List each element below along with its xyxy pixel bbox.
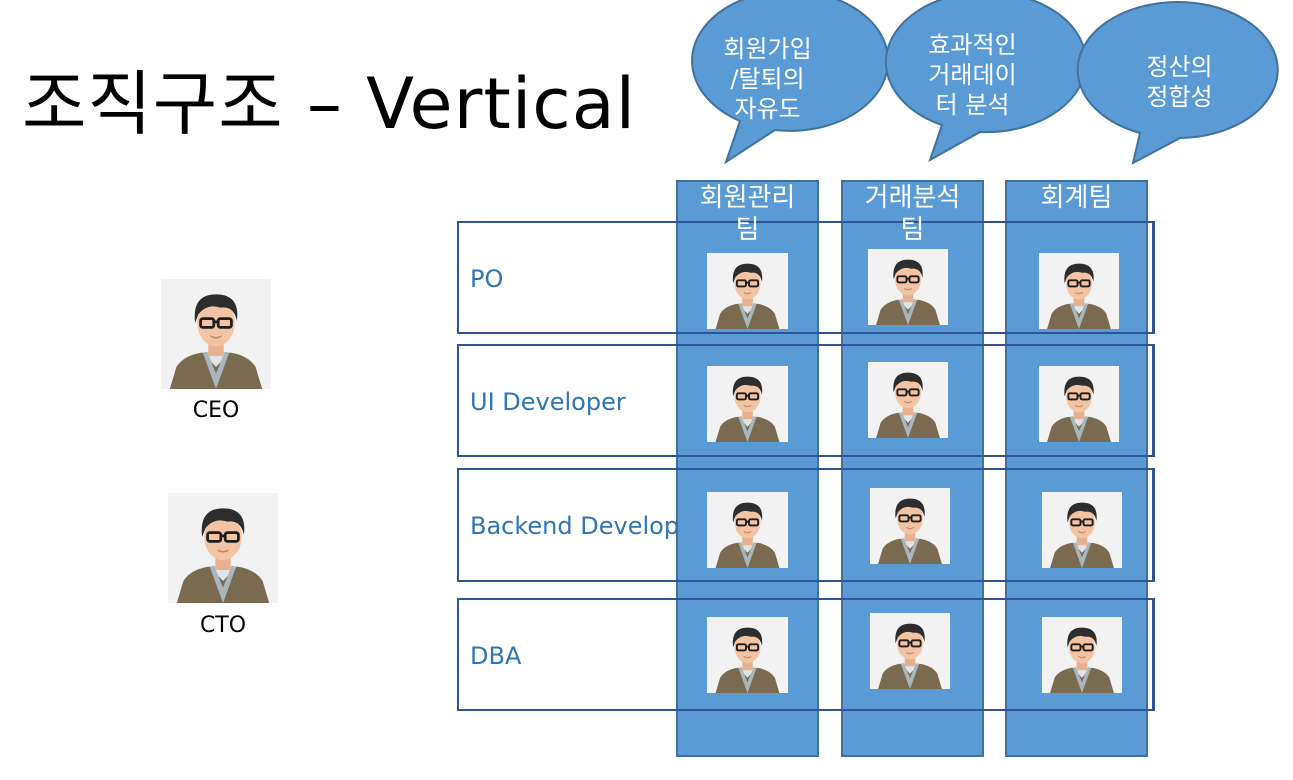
speech-bubble-1 — [691, 0, 890, 165]
person-avatar-icon — [870, 488, 950, 564]
team-header-accounting: 회계팀 — [1005, 182, 1148, 214]
bubble-3-line-2: 정합성 — [1146, 83, 1213, 111]
person-avatar-icon — [1039, 366, 1119, 442]
person-avatar-icon — [868, 362, 948, 438]
team-header-trade-line-1: 거래분석 — [864, 183, 961, 213]
person-avatar-icon — [168, 493, 278, 603]
bubble-text-3: 정산의 정합성 — [1112, 52, 1247, 112]
person-avatar-icon — [870, 613, 950, 689]
bubble-2-line-1: 효과적인 — [928, 31, 1017, 59]
role-label-ui-developer: UI Developer — [470, 388, 626, 416]
bubble-3-line-1: 정산의 — [1146, 53, 1213, 81]
person-avatar-icon — [868, 249, 948, 325]
person-avatar-icon — [161, 279, 271, 389]
speech-bubble-2 — [885, 0, 1087, 163]
speech-bubble-3 — [1076, 1, 1279, 165]
person-avatar-icon — [1042, 617, 1122, 693]
person-avatar-icon — [707, 492, 788, 568]
bubble-1-line-2: /탈퇴의 — [730, 65, 805, 93]
team-header-member-line-2: 팀 — [735, 215, 760, 245]
speech-bubbles — [691, 0, 1279, 165]
role-label-backend-developer: Backend Developer — [470, 512, 704, 540]
person-avatar-icon — [1042, 492, 1122, 568]
executive-label-ceo: CEO — [192, 398, 240, 423]
bubble-2-line-3: 터 분석 — [935, 91, 1010, 119]
person-avatar-icon — [707, 253, 788, 329]
team-header-trade-analysis: 거래분석 팀 — [841, 182, 984, 246]
team-header-member-line-1: 회원관리 — [699, 183, 796, 213]
bubble-text-1: 회원가입 /탈퇴의 자유도 — [700, 34, 835, 124]
executive-label-cto: CTO — [199, 613, 247, 638]
person-avatar-icon — [707, 617, 788, 693]
bubble-1-line-1: 회원가입 — [723, 35, 812, 63]
role-label-po: PO — [470, 265, 504, 293]
person-avatar-icon — [1039, 253, 1119, 329]
bubble-text-2: 효과적인 거래데이 터 분석 — [905, 30, 1040, 120]
person-avatar-icon — [707, 366, 788, 442]
team-header-trade-line-2: 팀 — [900, 215, 925, 245]
team-header-member: 회원관리 팀 — [676, 182, 819, 246]
bubble-2-line-2: 거래데이 — [928, 61, 1017, 89]
role-label-dba: DBA — [470, 642, 522, 670]
bubble-1-line-3: 자유도 — [734, 95, 801, 123]
page-title: 조직구조 – Vertical — [22, 63, 637, 145]
team-header-accounting-line-1: 회계팀 — [1040, 183, 1113, 213]
